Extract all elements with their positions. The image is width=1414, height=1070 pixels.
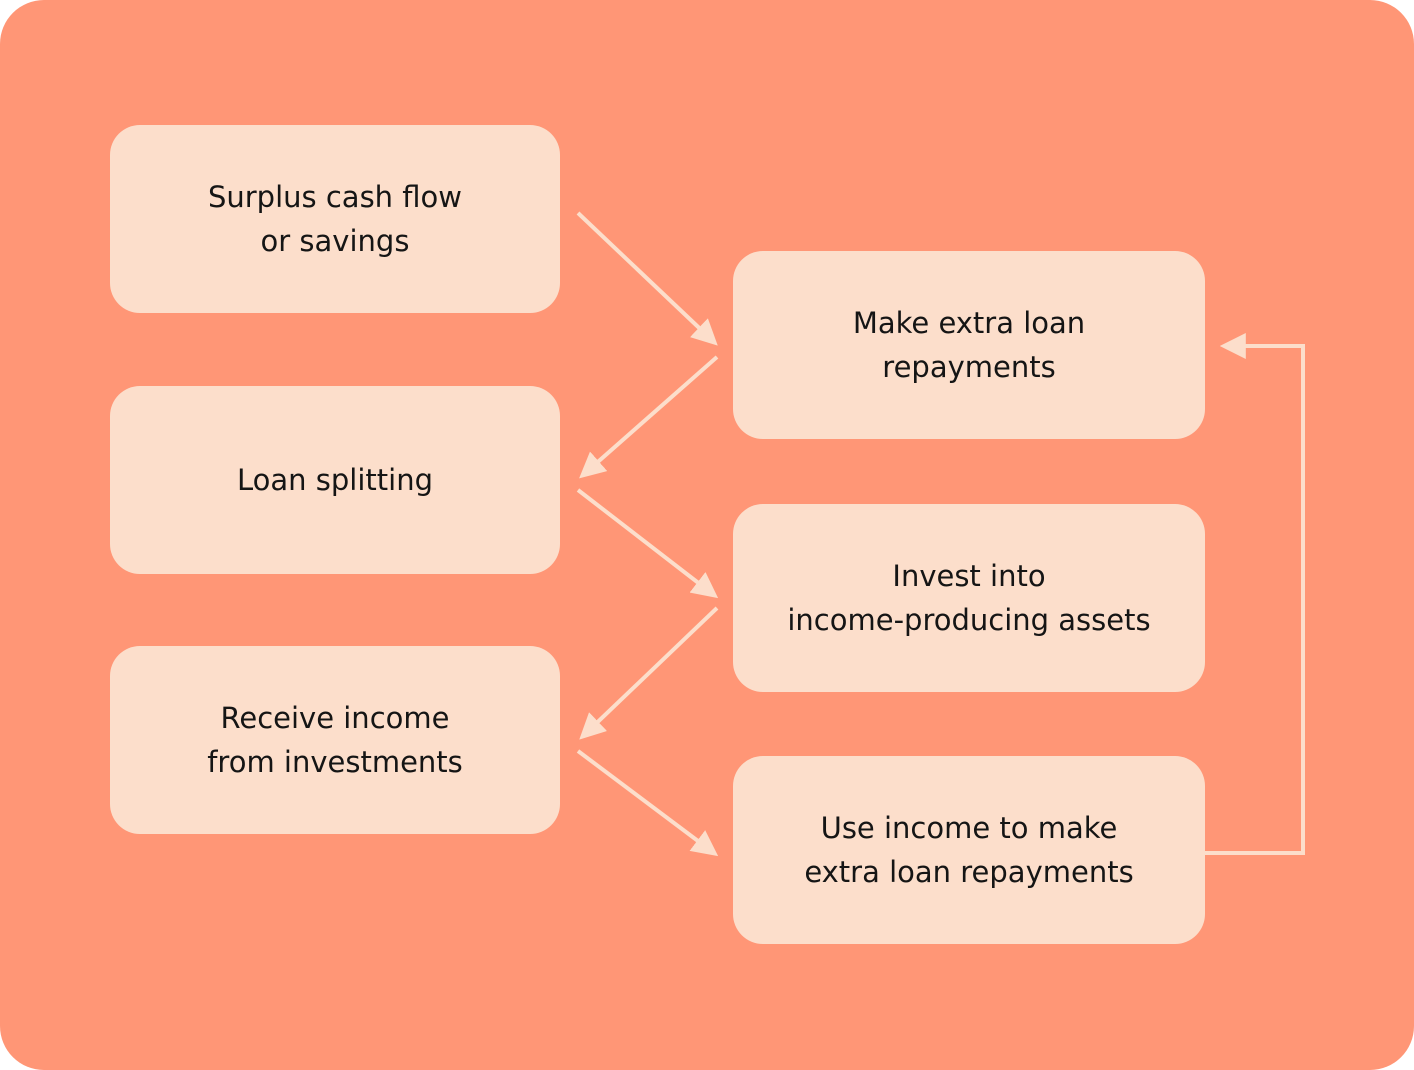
edge-use-income-to-extra-repayments	[1205, 333, 1305, 855]
edge-loan-splitting-to-invest	[576, 488, 719, 599]
node-receive-income: Receive income from investments	[110, 646, 560, 834]
node-use-income: Use income to make extra loan repayments	[733, 756, 1205, 944]
edge-receive-income-to-use-income	[576, 749, 719, 857]
node-loan-splitting: Loan splitting	[110, 386, 560, 574]
node-surplus: Surplus cash flow or savings	[110, 125, 560, 313]
node-invest: Invest into income-producing assets	[733, 504, 1205, 692]
edge-invest-to-receive-income	[579, 606, 719, 740]
edge-extra-repayments-to-loan-splitting	[579, 355, 719, 479]
node-extra-repayments: Make extra loan repayments	[733, 251, 1205, 439]
edge-surplus-to-extra-repayments	[576, 211, 718, 346]
